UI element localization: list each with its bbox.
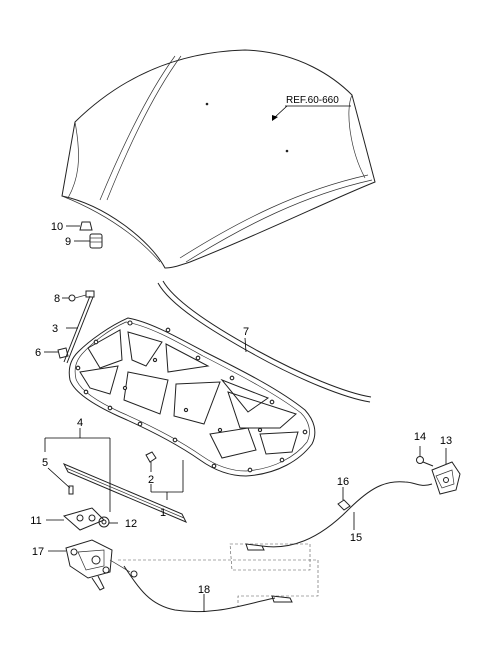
callout-7: 7 [243, 326, 249, 338]
release-handle-part-13 [431, 448, 461, 495]
callout-6: 6 [35, 347, 41, 359]
latch-assembly-part-11 [46, 507, 105, 531]
callout-labels: 1 2 3 4 5 6 7 8 9 10 11 12 13 14 15 16 1… [30, 221, 452, 596]
hood-insulator-frame [68, 317, 316, 477]
callout-16: 16 [337, 476, 349, 488]
callout-17: 17 [32, 546, 44, 558]
callout-4: 4 [77, 417, 83, 429]
release-cable-part-18 [118, 559, 319, 613]
pad-clip-part-2 [145, 451, 184, 500]
cable-clip-part-16 [337, 487, 351, 511]
bolt-part-5 [47, 467, 74, 495]
callout-5: 5 [42, 457, 48, 469]
callout-15: 15 [350, 532, 362, 544]
callout-8: 8 [54, 293, 60, 305]
bolt-part-14 [416, 446, 434, 467]
callout-11: 11 [30, 515, 41, 527]
callout-13: 13 [440, 435, 452, 447]
bolt-part-12 [98, 516, 118, 528]
callout-2: 2 [148, 474, 154, 486]
bumper-part-10 [66, 221, 93, 231]
callout-12: 12 [125, 518, 137, 530]
callout-10: 10 [51, 221, 63, 233]
callout-1: 1 [160, 507, 166, 519]
grommet-part-6 [44, 347, 69, 359]
reference-label-text[interactable]: REF.60-660 [286, 95, 339, 106]
latch-bracket-part-4 [44, 428, 188, 523]
callout-9: 9 [65, 236, 71, 248]
callout-14: 14 [414, 431, 426, 443]
hood-panel [61, 49, 376, 269]
reference-label[interactable]: REF.60-660 [272, 95, 351, 121]
release-cable-part-15 [229, 481, 433, 571]
stopper-part-9 [74, 233, 103, 249]
callout-3: 3 [52, 323, 58, 335]
hood-stay-part-3 [63, 295, 94, 364]
hood-seal-strip-part-7 [157, 280, 372, 403]
stay-clip-part-8 [62, 290, 95, 302]
hood-latch-part-17 [48, 539, 138, 591]
callout-18: 18 [198, 584, 210, 596]
